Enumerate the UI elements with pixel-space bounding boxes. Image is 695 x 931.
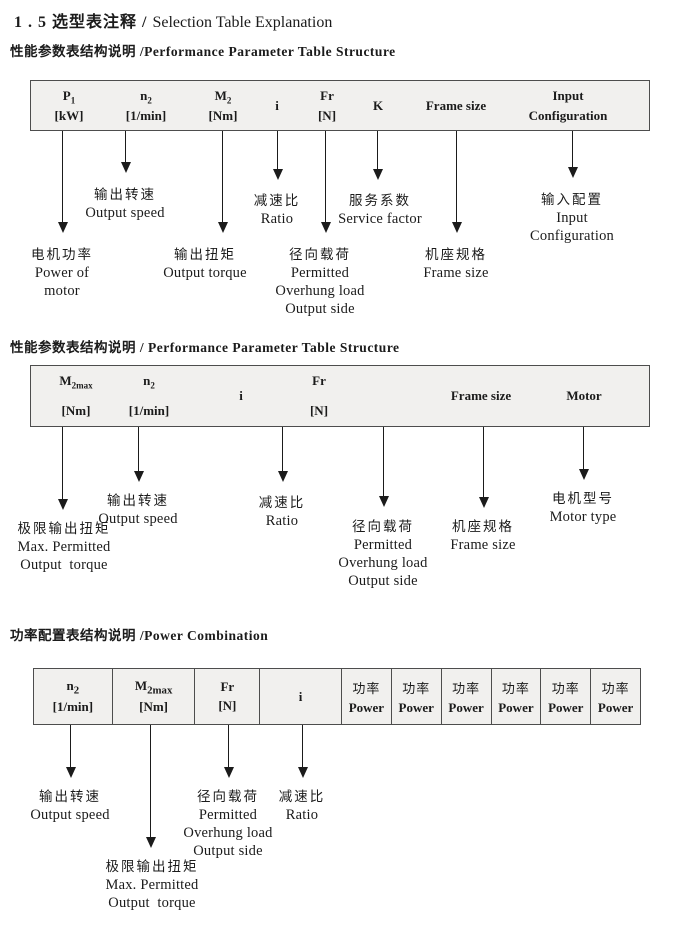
section1-heading: 性能参数表结构说明 /Performance Parameter Table S… — [10, 44, 396, 59]
callout-max-output-torque: 极限输出扭矩 Max. Permitted Output torque — [105, 859, 199, 911]
page-title-en: Selection Table Explanation — [152, 14, 333, 31]
down-arrow-icon — [217, 131, 228, 233]
col-header-n2: n2 [1/min] — [125, 87, 167, 123]
callout-max-output-torque: 极限输出扭矩 Max. Permitted Output torque — [17, 521, 111, 573]
down-arrow-icon — [372, 131, 383, 180]
section2-heading: 性能参数表结构说明 / Performance Parameter Table … — [10, 340, 400, 355]
callout-overhung-load: 径向载荷 Permitted Overhung load Output side — [275, 247, 365, 317]
col-header-i: i — [239, 388, 243, 403]
callout-motor-type: 电机型号 Motor type — [549, 491, 617, 525]
down-arrow-icon — [297, 725, 308, 778]
col-header-frame-size: Frame size — [425, 97, 487, 113]
callout-output-speed: 输出转速 Output speed — [30, 789, 110, 823]
callout-input-configuration: 输入配置 Input Configuration — [530, 192, 614, 244]
callout-power-of-motor: 电机功率 Power of motor — [31, 247, 93, 299]
callout-output-speed: 输出转速 Output speed — [85, 187, 165, 221]
section3-heading: 功率配置表结构说明 /Power Combination — [10, 628, 269, 643]
performance-table-1: P1 [kW] n2 [1/min] M2 [Nm] i Fr [N] K Fr… — [30, 80, 650, 131]
col-header-power: 功率 Power — [442, 669, 492, 724]
col-header-m2max: M2max [Nm] — [113, 669, 196, 724]
col-header-fr: Fr [N] — [309, 373, 329, 418]
col-header-n2: n2 [1/min] — [128, 373, 170, 418]
down-arrow-icon — [57, 427, 68, 510]
col-header-input-configuration: Input Configuration — [528, 87, 608, 123]
down-arrow-icon — [57, 131, 68, 233]
down-arrow-icon — [133, 427, 144, 482]
col-header-motor: Motor — [566, 388, 602, 403]
col-header-power: 功率 Power — [541, 669, 592, 724]
down-arrow-icon — [451, 131, 462, 233]
callout-overhung-load: 径向载荷 Permitted Overhung load Output side — [183, 789, 273, 859]
callout-ratio: 减速比 Ratio — [278, 789, 326, 823]
down-arrow-icon — [578, 427, 589, 480]
col-header-p1: P1 [kW] — [54, 87, 84, 123]
callout-frame-size: 机座规格 Frame size — [450, 519, 516, 553]
callout-overhung-load: 径向载荷 Permitted Overhung load Output side — [338, 519, 428, 589]
col-header-power: 功率 Power — [392, 669, 442, 724]
col-header-power: 功率 Power — [342, 669, 392, 724]
down-arrow-icon — [478, 427, 489, 508]
col-header-k: K — [372, 97, 384, 113]
performance-table-2: M2max [Nm] n2 [1/min] i Fr [N] Frame siz… — [30, 365, 650, 427]
col-header-m2max: M2max [Nm] — [59, 373, 93, 418]
col-header-i: i — [275, 97, 279, 113]
callout-service-factor: 服务系数 Service factor — [338, 193, 422, 227]
down-arrow-icon — [65, 725, 76, 778]
callout-frame-size: 机座规格 Frame size — [423, 247, 489, 281]
down-arrow-icon — [272, 131, 283, 180]
callout-output-speed: 输出转速 Output speed — [98, 493, 178, 527]
down-arrow-icon — [277, 427, 288, 482]
col-header-power: 功率 Power — [492, 669, 542, 724]
col-header-fr: Fr [N] — [317, 87, 337, 123]
down-arrow-icon — [120, 131, 131, 173]
page-title-zh: 1 . 5 选型表注释 / — [14, 14, 153, 31]
col-header-n2: n2 [1/min] — [34, 669, 113, 724]
power-combination-table: n2 [1/min] M2max [Nm] Fr [N] i 功率 Power … — [33, 668, 641, 725]
down-arrow-icon — [223, 725, 234, 778]
page-title: 1 . 5 选型表注释 / Selection Table Explanatio… — [14, 8, 332, 32]
down-arrow-icon — [378, 427, 389, 507]
col-header-i: i — [260, 669, 342, 724]
col-header-fr: Fr [N] — [195, 669, 261, 724]
down-arrow-icon — [145, 725, 156, 848]
down-arrow-icon — [320, 131, 331, 233]
col-header-frame-size: Frame size — [450, 388, 512, 403]
callout-ratio: 减速比 Ratio — [258, 495, 306, 529]
col-header-m2: M2 [Nm] — [208, 87, 238, 123]
callout-ratio: 减速比 Ratio — [253, 193, 301, 227]
col-header-power: 功率 Power — [597, 680, 634, 715]
callout-output-torque: 输出扭矩 Output torque — [163, 247, 247, 281]
down-arrow-icon — [567, 131, 578, 178]
